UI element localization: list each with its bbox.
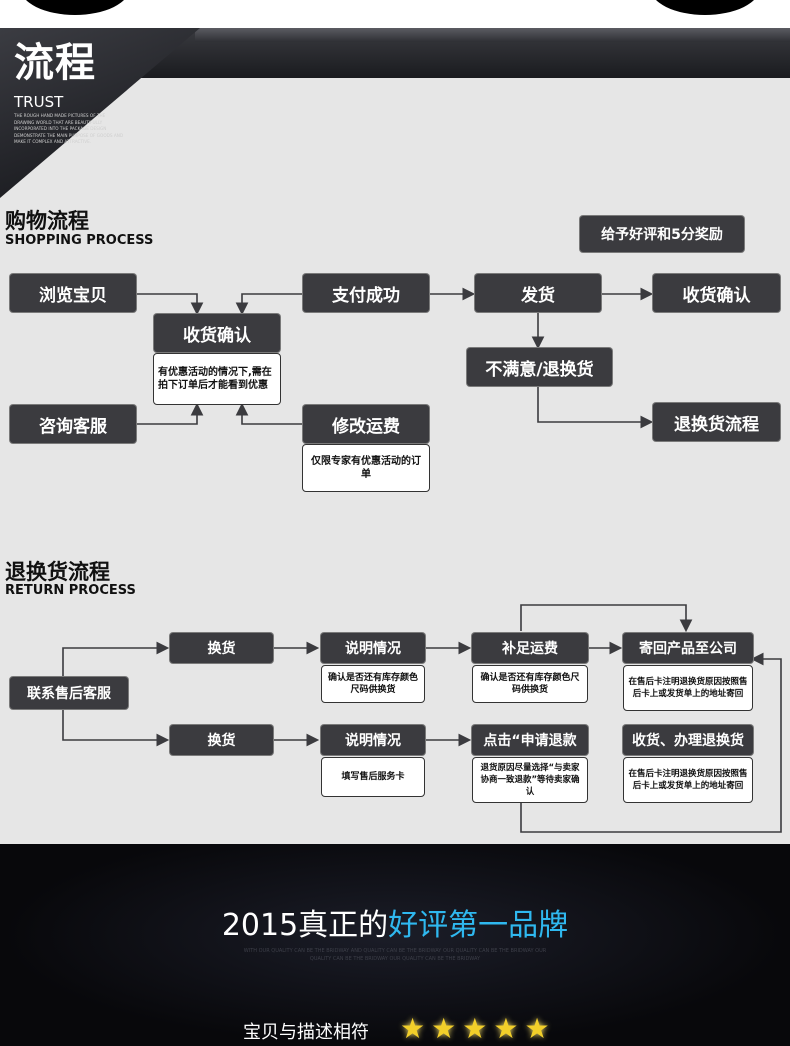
consult-box: 咨询客服 (10, 405, 136, 443)
return-process-box: 退换货流程 (653, 403, 780, 441)
rating-stars: ★★★★★ (400, 1012, 556, 1045)
freight-box: 补足运费 (472, 633, 588, 663)
freight-note: 确认是否还有库存颜色尺码供换货 (472, 665, 588, 703)
exchange-box-1: 换货 (170, 633, 273, 663)
confirm-receipt-note: 有优惠活动的情况下,需在拍下订单后才能看到优惠 (153, 353, 281, 405)
page-subtitle: TRUST (14, 93, 64, 111)
slogan-prefix: 2015真正的 (221, 908, 389, 943)
rating-label: 宝贝与描述相符 (243, 1022, 369, 1043)
banner-slogan: 2015真正的好评第一品牌 (0, 900, 790, 944)
ship-box: 发货 (475, 274, 601, 312)
modify-freight-box: 修改运费 (303, 405, 429, 443)
confirm-receipt-box: 收货确认 (154, 314, 280, 352)
star-icon: ★ (493, 1012, 519, 1045)
explain-box-1: 说明情况 (321, 633, 425, 663)
star-icon: ★ (524, 1012, 550, 1045)
shopping-heading: 购物流程 (5, 209, 89, 233)
pay-success-box: 支付成功 (303, 274, 429, 312)
explain-note-1: 确认是否还有库存颜色尺码供换货 (321, 665, 425, 703)
star-icon: ★ (400, 1012, 426, 1045)
receive-return-box: 收货、办理退换货 (623, 725, 753, 755)
refund-box: 点击“申请退款 (472, 725, 588, 755)
exchange-box-2: 换货 (170, 725, 273, 755)
page-title: 流程 (14, 40, 96, 86)
explain-note-2: 填写售后服务卡 (321, 757, 425, 797)
star-icon: ★ (462, 1012, 488, 1045)
returns-heading-en: RETURN PROCESS (5, 583, 136, 598)
browse-box: 浏览宝贝 (10, 274, 136, 312)
shopping-heading-en: SHOPPING PROCESS (5, 233, 154, 248)
slogan-highlight: 好评第一品牌 (388, 908, 569, 943)
send-back-box: 寄回产品至公司 (623, 633, 753, 663)
decor-blob-left (20, 0, 130, 15)
explain-box-2: 说明情况 (321, 725, 425, 755)
contact-box: 联系售后客服 (10, 677, 128, 709)
header-fine-print: THE ROUGH HAND MADE PICTURES OF THE DRAW… (14, 113, 124, 144)
top-white-band (0, 0, 790, 28)
star-icon: ★ (431, 1012, 457, 1045)
bottom-banner (0, 844, 790, 1046)
receipt-confirm-box: 收货确认 (653, 274, 780, 312)
refund-note: 退货原因尽量选择“与卖家协商一致退款”等待卖家确认 (472, 757, 588, 803)
decor-blob-right (650, 0, 760, 15)
returns-heading: 退换货流程 (5, 560, 110, 584)
modify-freight-note: 仅限专家有优惠活动的订单 (302, 444, 430, 492)
receive-return-note: 在售后卡注明退换货原因按照售后卡上或发货单上的地址寄回 (623, 757, 753, 803)
dissatisfied-box: 不满意/退换货 (467, 348, 612, 386)
banner-fine-print: WITH OUR QUALITY CAN BE THE BRIDWAY AND … (243, 948, 547, 962)
header-stripe (195, 28, 790, 42)
reward-box: 给予好评和5分奖励 (580, 216, 744, 252)
send-back-note: 在售后卡注明退换货原因按照售后卡上或发货单上的地址寄回 (623, 665, 753, 711)
